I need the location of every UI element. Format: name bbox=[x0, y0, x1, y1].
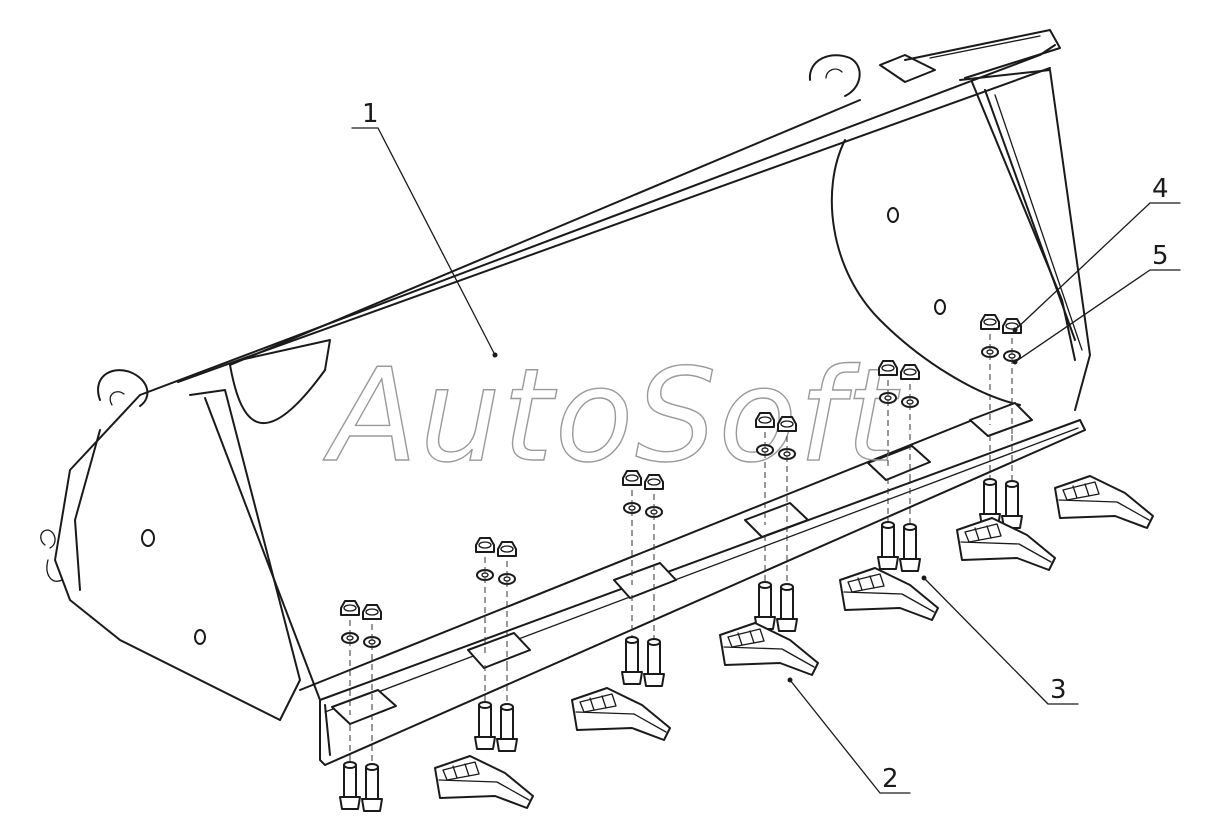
nut bbox=[622, 470, 642, 486]
bolt bbox=[754, 581, 776, 630]
bolt bbox=[877, 521, 899, 570]
callout-3-label: 3 bbox=[1050, 675, 1067, 705]
bolt bbox=[643, 638, 665, 687]
nut bbox=[777, 416, 797, 432]
nut bbox=[755, 412, 775, 428]
nut bbox=[497, 541, 517, 557]
fastener-set bbox=[474, 537, 518, 752]
bolt bbox=[496, 703, 518, 752]
fastener-set bbox=[754, 412, 798, 632]
callout-5: 5 bbox=[1012, 241, 1181, 365]
nut bbox=[980, 314, 1000, 330]
tooth-mounting-plates bbox=[331, 402, 1033, 725]
tooth bbox=[1054, 475, 1154, 529]
bolt bbox=[339, 761, 361, 810]
fastener-set bbox=[621, 470, 665, 687]
nut bbox=[644, 474, 664, 490]
bucket-body bbox=[40, 29, 1091, 766]
bolt bbox=[1001, 480, 1023, 529]
nut bbox=[900, 364, 920, 380]
nut bbox=[362, 604, 382, 620]
nut bbox=[878, 360, 898, 376]
tooth bbox=[839, 567, 939, 621]
callout-4: 4 bbox=[1012, 174, 1181, 333]
side-holes bbox=[141, 207, 946, 645]
callout-4-label: 4 bbox=[1152, 174, 1169, 204]
tooth bbox=[719, 622, 819, 676]
bucket-teeth bbox=[434, 475, 1154, 809]
bolt bbox=[621, 636, 643, 685]
bolt bbox=[899, 523, 921, 572]
fastener-sets bbox=[339, 314, 1023, 812]
watermark-text: AutoSoft bbox=[323, 342, 901, 491]
fastener-set bbox=[877, 360, 921, 572]
tooth bbox=[434, 755, 534, 809]
tooth bbox=[571, 687, 671, 741]
callout-1: 1 bbox=[351, 99, 498, 358]
bolt bbox=[776, 583, 798, 632]
callout-3: 3 bbox=[921, 575, 1079, 705]
callout-5-label: 5 bbox=[1152, 241, 1169, 271]
callout-1-label: 1 bbox=[362, 99, 379, 129]
tooth bbox=[956, 517, 1056, 571]
bolt bbox=[361, 763, 383, 812]
bolt bbox=[474, 701, 496, 750]
nut bbox=[475, 537, 495, 553]
callout-2: 2 bbox=[787, 677, 911, 794]
fastener-set bbox=[339, 600, 383, 812]
callout-2-label: 2 bbox=[882, 764, 899, 794]
nut bbox=[340, 600, 360, 616]
nut bbox=[1002, 318, 1022, 334]
